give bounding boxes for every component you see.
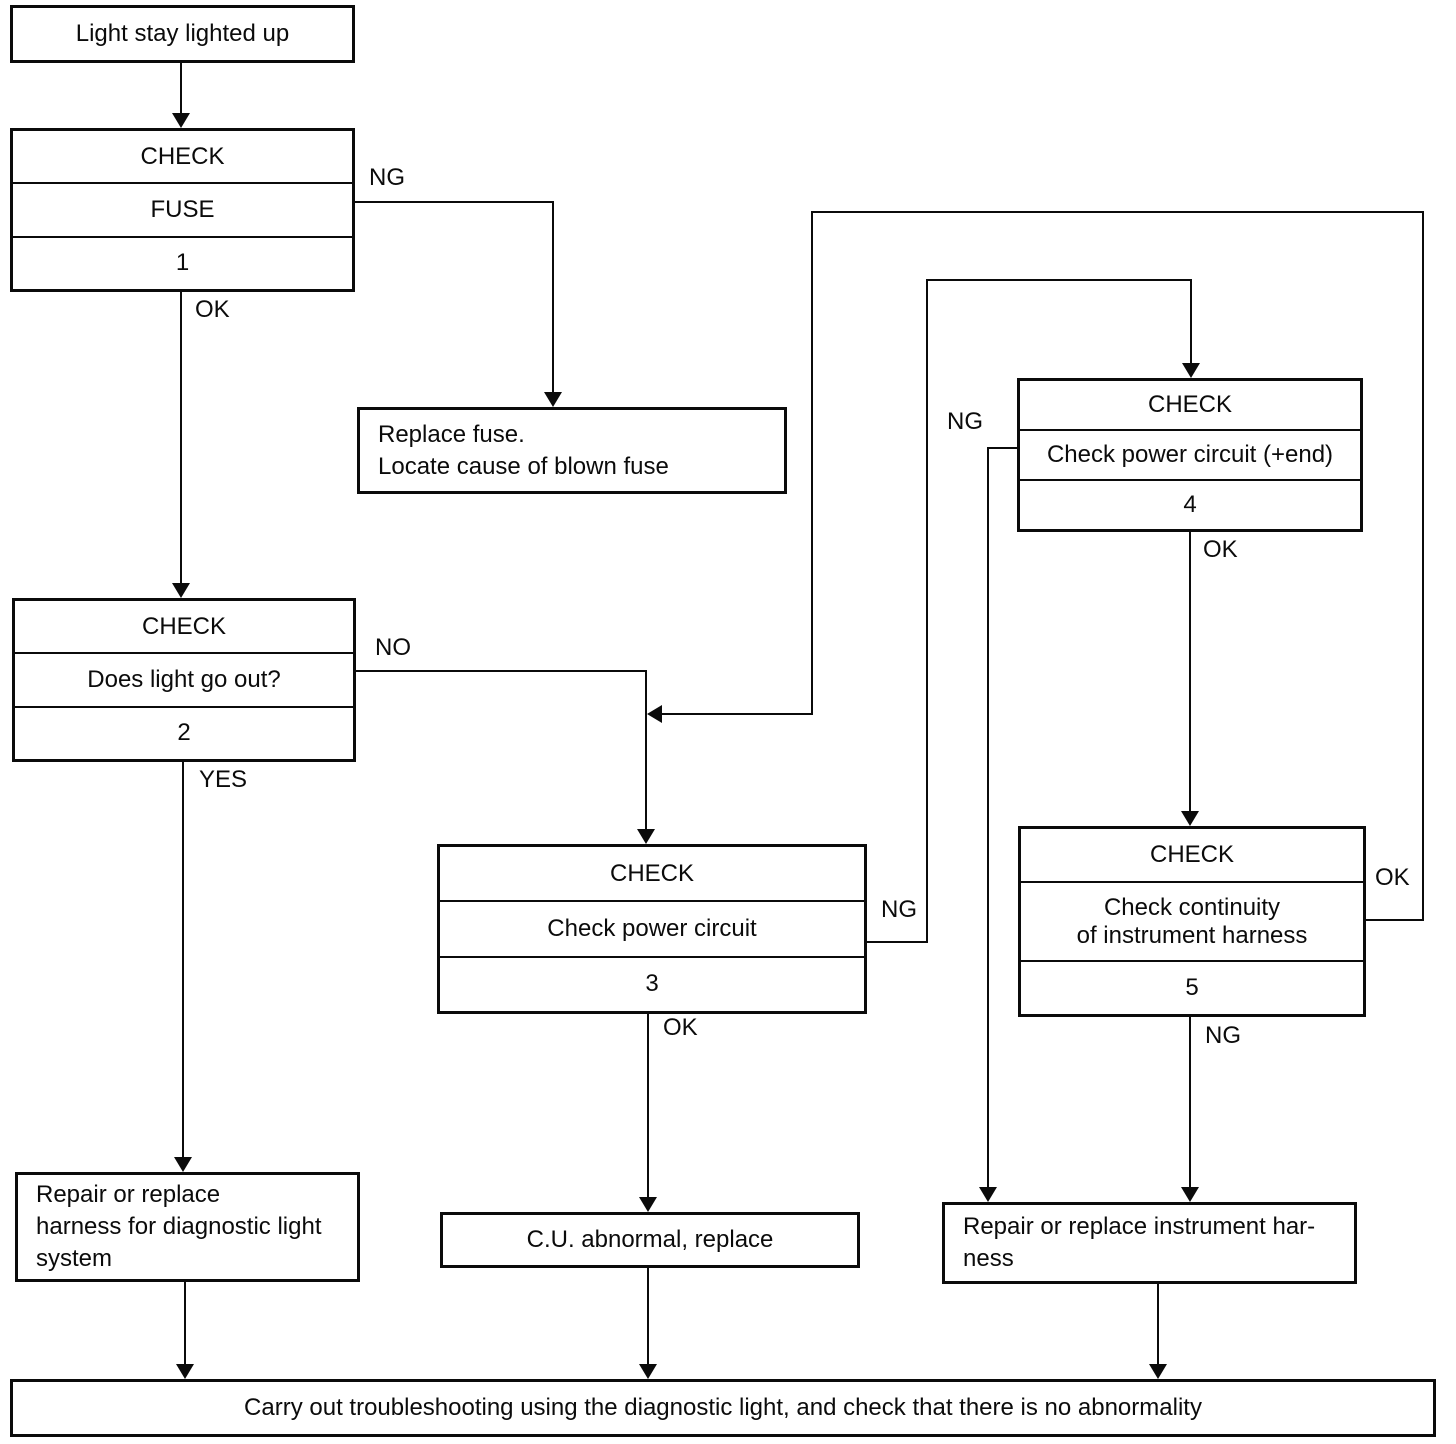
edge-repairinstr-final-line (1157, 1284, 1159, 1366)
edge-check3-ng-vline1 (926, 279, 928, 943)
check4-body: Check power circuit (+end) (1020, 429, 1360, 479)
check2-yes-label: YES (196, 766, 251, 794)
edge-start-check1-line (180, 62, 182, 116)
edge-check4-ok-line (1189, 532, 1191, 814)
edge-check5-ok-hline (1366, 919, 1424, 921)
check1-ng-label: NG (366, 164, 408, 192)
cu-abnormal-label: C.U. abnormal, replace (526, 1226, 774, 1254)
edge-check1-ng-vline (552, 201, 554, 395)
check2-step-number: 2 (15, 705, 353, 759)
repair-instrument-harness-box: Repair or replace instrument har- ness (942, 1202, 1357, 1284)
check3-step-number: 3 (440, 955, 864, 1011)
check2-box: CHECK Does light go out? 2 (12, 598, 356, 762)
edge-cu-final-arrowhead (639, 1364, 657, 1379)
check5-ng-label: NG (1202, 1022, 1244, 1050)
edge-check4-ok-arrowhead (1181, 811, 1199, 826)
check2-body: Does light go out? (15, 652, 353, 705)
check1-title: CHECK (140, 142, 225, 170)
edge-check3-ok-arrowhead (639, 1197, 657, 1212)
edge-repairinstr-final-arrowhead (1149, 1364, 1167, 1379)
edge-check4-ng-arrowhead (979, 1187, 997, 1202)
check3-ng-label: NG (878, 896, 920, 924)
edge-check2-no-vline (645, 670, 647, 831)
edge-repairdiag-final-line (184, 1282, 186, 1366)
edge-check2-yes-line (182, 762, 184, 1160)
check4-ng-label: NG (944, 408, 986, 436)
edge-check3-ng-hline1 (867, 941, 928, 943)
edge-check5-ng-arrowhead (1181, 1187, 1199, 1202)
check3-body: Check power circuit (440, 900, 864, 955)
edge-check1-ok-line (180, 292, 182, 586)
edge-check5-ok-arrowhead (647, 705, 662, 723)
check1-body: FUSE (13, 182, 352, 235)
edge-check2-no-hline (356, 670, 647, 672)
edge-repairdiag-final-arrowhead (176, 1364, 194, 1379)
start-box: Light stay lighted up (10, 5, 355, 63)
check4-box: CHECK Check power circuit (+end) 4 (1017, 378, 1363, 532)
check5-step-number: 5 (1021, 960, 1363, 1014)
edge-check5-ok-right-vline (1422, 211, 1424, 921)
repair-diagnostic-harness-box: Repair or replace harness for diagnostic… (15, 1172, 360, 1282)
check2-title: CHECK (141, 612, 226, 640)
final-box-label: Carry out troubleshooting using the diag… (244, 1394, 1202, 1422)
check5-body: Check continuity of instrument harness (1021, 880, 1363, 961)
edge-cu-final-line (647, 1268, 649, 1366)
check1-step-number: 1 (13, 235, 352, 289)
replace-fuse-box: Replace fuse. Locate cause of blown fuse (357, 407, 787, 494)
start-box-label: Light stay lighted up (75, 20, 290, 48)
check3-ok-label: OK (660, 1014, 701, 1042)
check5-box: CHECK Check continuity of instrument har… (1018, 826, 1366, 1017)
check3-title: CHECK (609, 859, 694, 887)
check4-step-number: 4 (1020, 479, 1360, 529)
repair-diagnostic-harness-label: Repair or replace harness for diagnostic… (36, 1181, 322, 1272)
repair-instrument-harness-label: Repair or replace instrument har- ness (963, 1213, 1316, 1272)
edge-check3-ng-vline2 (1190, 279, 1192, 365)
edge-check2-yes-arrowhead (174, 1157, 192, 1172)
check1-ok-label: OK (192, 296, 233, 324)
check1-box: CHECK FUSE 1 (10, 128, 355, 292)
edge-start-check1-arrowhead (172, 113, 190, 128)
replace-fuse-label: Replace fuse. Locate cause of blown fuse (378, 420, 669, 480)
check3-box: CHECK Check power circuit 3 (437, 844, 867, 1014)
edge-check5-ok-mid-vline (811, 211, 813, 715)
check2-no-label: NO (372, 634, 414, 662)
edge-check1-ng-arrowhead (544, 392, 562, 407)
edge-check3-ng-hline2 (926, 279, 1192, 281)
edge-check5-ok-merge-hline (661, 713, 813, 715)
edge-check1-ok-arrowhead (172, 583, 190, 598)
cu-abnormal-box: C.U. abnormal, replace (440, 1212, 860, 1268)
final-box: Carry out troubleshooting using the diag… (10, 1379, 1436, 1437)
edge-check3-ng-arrowhead (1182, 363, 1200, 378)
check5-ok-label: OK (1372, 864, 1413, 892)
edge-check3-ok-line (647, 1014, 649, 1199)
edge-check5-ng-line (1189, 1017, 1191, 1189)
check5-title: CHECK (1149, 840, 1234, 868)
edge-check4-ng-vline (987, 447, 989, 1189)
check4-title: CHECK (1147, 391, 1232, 418)
edge-check5-ok-top-hline (811, 211, 1424, 213)
edge-check4-ng-hline (988, 447, 1019, 449)
edge-check2-no-arrowhead (637, 829, 655, 844)
edge-check1-ng-hline (355, 201, 553, 203)
check4-ok-label: OK (1200, 536, 1241, 564)
